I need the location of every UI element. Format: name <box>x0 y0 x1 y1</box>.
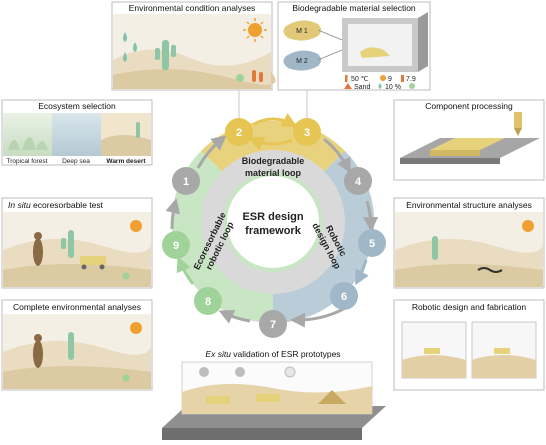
panel-title-ecosystem: Ecosystem selection <box>38 101 116 111</box>
humidity-value: 10 % <box>385 84 401 91</box>
thermometer-icon <box>345 75 348 82</box>
deep-sea-scene <box>52 113 101 156</box>
uv-value: 9 <box>388 76 392 83</box>
terrarium-right <box>472 322 536 378</box>
panel-biomaterial: Biodegradable material selection M 1 M 2… <box>278 2 430 91</box>
step-number: 3 <box>304 127 310 139</box>
insitu-italic: In situ <box>8 200 31 210</box>
center-title-line1: ESR design <box>242 211 303 223</box>
ecosystem-tropical-label: Tropical forest <box>7 158 48 165</box>
ph-icon <box>401 75 404 82</box>
material-m1-label: M 1 <box>296 28 308 35</box>
meerkat-icon <box>33 334 43 368</box>
step-node-9: 9 <box>162 231 190 259</box>
step-number: 4 <box>355 176 362 188</box>
step-number: 2 <box>236 127 242 139</box>
panel-title-env-condition: Environmental condition analyses <box>129 3 256 13</box>
temperature-value: 50 ℃ <box>351 76 369 83</box>
center-title-line2: framework <box>245 225 302 237</box>
panel-ecosystem: Ecosystem selection Tropical forest Deep… <box>2 100 152 165</box>
cactus-icon <box>432 236 438 260</box>
exsitu-rest: validation of ESR prototypes <box>231 349 341 359</box>
sun-icon <box>130 322 142 334</box>
panel-component: Component processing <box>394 100 544 180</box>
cactus-icon <box>136 122 140 138</box>
bio-loop-label-line1: Biodegradable <box>242 156 305 166</box>
microbe-icon <box>123 273 130 280</box>
step-number: 6 <box>341 291 347 303</box>
step-number: 1 <box>183 176 189 188</box>
sun-icon <box>522 220 534 232</box>
panel-title-complete-env: Complete environmental analyses <box>13 302 141 312</box>
step-node-2: 2 <box>225 118 253 146</box>
sun-icon <box>380 75 386 81</box>
panel-env-condition: Environmental condition analyses <box>112 2 276 90</box>
exsitu-italic: Ex situ <box>205 349 231 359</box>
cycle: ESR design framework Biodegradable mater… <box>162 90 386 338</box>
bio-loop-label-line2: material loop <box>245 168 302 178</box>
robot-icon <box>494 348 510 354</box>
insitu-rest: ecoresorbable test <box>31 200 104 210</box>
step-node-7: 7 <box>259 310 287 338</box>
robot-icon <box>424 348 440 354</box>
panel-title-robotic-design: Robotic design and fabrication <box>412 302 527 312</box>
panel-title-biomaterial: Biodegradable material selection <box>292 3 416 13</box>
step-node-3: 3 <box>293 118 321 146</box>
microbe-icon <box>236 74 244 82</box>
step-node-4: 4 <box>344 167 372 195</box>
material-m2-label: M 2 <box>296 58 308 65</box>
panel-title-component: Component processing <box>425 101 513 111</box>
microbe-icon <box>409 83 415 89</box>
panel-title-exsitu: Ex situ validation of ESR prototypes <box>205 349 340 359</box>
sun-icon <box>130 220 142 232</box>
panel-title-env-structure: Environmental structure analyses <box>406 200 532 210</box>
step-number: 7 <box>270 319 276 331</box>
step-node-8: 8 <box>194 287 222 315</box>
step-node-1: 1 <box>172 167 200 195</box>
step-number: 9 <box>173 240 179 252</box>
ecosystem-deep-sea-label: Deep sea <box>62 158 90 165</box>
terrarium-left <box>402 322 466 378</box>
panel-robotic-design: Robotic design and fabrication <box>394 300 544 390</box>
panel-title-insitu: In situ ecoresorbable test <box>8 200 104 210</box>
panel-env-structure: Environmental structure analyses <box>394 198 544 288</box>
step-number: 5 <box>369 238 375 250</box>
microbe-icon <box>123 375 130 382</box>
panel-connectors <box>239 90 307 118</box>
step-node-5: 5 <box>358 229 386 257</box>
panel-exsitu: Ex situ validation of ESR prototypes <box>162 349 386 440</box>
ecosystem-desert-label: Warm desert <box>106 158 146 165</box>
panel-complete-env: Complete environmental analyses <box>2 300 152 390</box>
cactus-icon <box>68 332 74 360</box>
sand-label: Sand <box>354 84 370 91</box>
step-number: 8 <box>205 296 211 308</box>
meerkat-icon <box>33 232 43 266</box>
test-chamber <box>342 12 428 72</box>
panel-insitu: In situ ecoresorbable test <box>2 198 152 288</box>
step-node-6: 6 <box>330 282 358 310</box>
ph-value: 7.9 <box>406 76 416 83</box>
